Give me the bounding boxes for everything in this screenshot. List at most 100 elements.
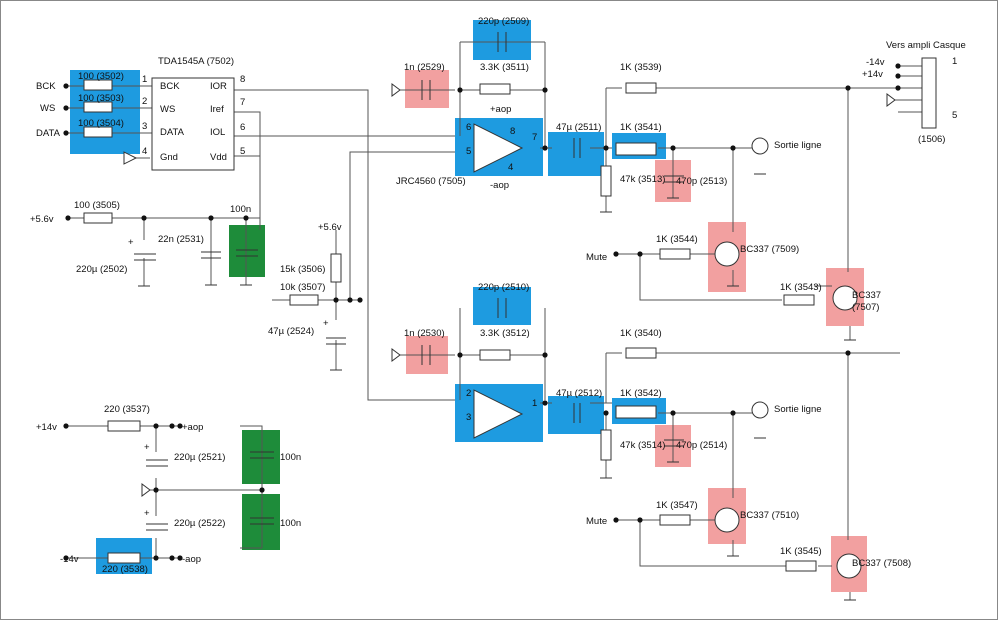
r3502: [83, 79, 113, 91]
hl-c2510: [473, 287, 531, 325]
wires: [66, 41, 932, 600]
label-q7510: BC337 (7510): [740, 510, 799, 521]
c2513-symbol: [664, 175, 684, 183]
r3541: [615, 142, 657, 156]
r3545: [785, 560, 817, 572]
label-c100n-top: 100n: [230, 204, 251, 215]
label-op2-p2: 2: [466, 388, 471, 399]
label-op1-p5: 5: [466, 146, 471, 157]
label-r3513: 47k (3513): [620, 174, 665, 185]
hl-c100n-top: [229, 225, 265, 277]
label-r3538: 220 (3538): [102, 564, 148, 575]
c2521-symbol: [146, 459, 168, 467]
label-v56a: +5.6v: [30, 214, 54, 225]
label-data: DATA: [36, 128, 61, 139]
label-r3545: 1K (3545): [780, 546, 822, 557]
label-op1-p8: 8: [510, 126, 515, 137]
label-pin-data: DATA: [160, 127, 185, 138]
label-pin-gnd: Gnd: [160, 152, 178, 163]
label-v14n: -14v: [60, 554, 79, 565]
label-pin-iref: Iref: [210, 104, 224, 115]
label-mute-top: Mute: [586, 252, 607, 263]
ground-supply: [141, 483, 151, 497]
label-op1-p6: 6: [466, 122, 471, 133]
label-r3543: 1K (3543): [780, 282, 822, 293]
hl-c100n-b: [242, 494, 280, 550]
label-p14: +14v: [862, 69, 883, 80]
c2514-symbol: [664, 439, 684, 447]
hl-c100n-a: [242, 430, 280, 484]
label-q7509: BC337 (7509): [740, 244, 799, 255]
q7510-symbol: [714, 507, 740, 533]
hl-c2511: [548, 132, 604, 176]
label-r3544: 1K (3544): [656, 234, 698, 245]
r3538: [107, 552, 141, 564]
label-plus-c2521: +: [144, 442, 150, 453]
c100n-b-symbol: [250, 517, 274, 525]
label-op-name: JRC4560 (7505): [396, 176, 466, 187]
label-aop-pos: +aop: [182, 422, 203, 433]
c2531-symbol: [201, 251, 221, 259]
label-op1-p7: 7: [532, 132, 537, 143]
label-v56b: +5.6v: [318, 222, 342, 233]
label-c2522: 220µ (2522): [174, 518, 225, 529]
q7509-symbol: [714, 241, 740, 267]
c100n-a-symbol: [250, 451, 274, 459]
label-ic-title: TDA1545A (7502): [158, 56, 234, 67]
label-r3542: 1K (3542): [620, 388, 662, 399]
label-c2514: 470p (2514): [676, 440, 727, 451]
connector-1506: [921, 57, 937, 129]
c2509-symbol: [497, 32, 507, 52]
hl-c2512: [548, 396, 604, 434]
label-c2502: 220µ (2502): [76, 264, 127, 275]
label-c2524: 47µ (2524): [268, 326, 314, 337]
opamp-top-symbol: [473, 123, 524, 173]
label-pin-vdd: Vdd: [210, 152, 227, 163]
label-p4: 4: [142, 146, 147, 157]
r3513: [600, 165, 612, 197]
components: [83, 32, 937, 601]
opamp-bottom-symbol: [473, 389, 524, 439]
c2522-symbol: [146, 523, 168, 531]
label-sortie-top: Sortie ligne: [774, 140, 822, 151]
label-v14p: +14v: [36, 422, 57, 433]
junction-dots: [63, 63, 901, 561]
label-p5: 5: [240, 146, 245, 157]
label-pin-ws: WS: [160, 104, 175, 115]
label-r3540: 1K (3540): [620, 328, 662, 339]
r3537: [107, 420, 141, 432]
c2511-symbol: [573, 138, 581, 158]
ground-marks: [138, 173, 856, 601]
c2529-symbol: [421, 80, 431, 100]
label-sortie-bot: Sortie ligne: [774, 404, 822, 415]
label-bck: BCK: [36, 81, 56, 92]
label-op1-p4: 4: [508, 162, 513, 173]
label-p2: 2: [142, 96, 147, 107]
label-c2512: 47µ (2512): [556, 388, 602, 399]
c2502-symbol: [134, 253, 156, 261]
label-aop-neg: -aop: [182, 554, 201, 565]
r3506: [330, 253, 342, 283]
label-r3539: 1K (3539): [620, 62, 662, 73]
label-r3512: 3.3K (3512): [480, 328, 530, 339]
label-plus-c2522: +: [144, 508, 150, 519]
ground-ic: [123, 151, 138, 165]
label-plus-c2524: +: [323, 318, 329, 329]
r3505: [83, 212, 113, 224]
label-c2511: 47µ (2511): [556, 122, 601, 133]
label-p8: 8: [240, 74, 245, 85]
c2530-symbol: [421, 345, 431, 365]
r3544: [659, 248, 691, 260]
c100n-top-symbol: [236, 249, 258, 257]
r3540: [625, 347, 657, 359]
label-r3503: 100 (3503): [78, 93, 124, 104]
label-c2510: 220p (2510): [478, 282, 529, 293]
label-r3506: 15k (3506): [280, 264, 325, 275]
r3503: [83, 101, 113, 113]
label-r3511: 3.3K (3511): [480, 62, 529, 73]
q7508-symbol: [836, 553, 862, 579]
r3512: [479, 349, 511, 361]
label-op2-p3: 3: [466, 412, 471, 423]
hl-c2509: [473, 20, 531, 60]
